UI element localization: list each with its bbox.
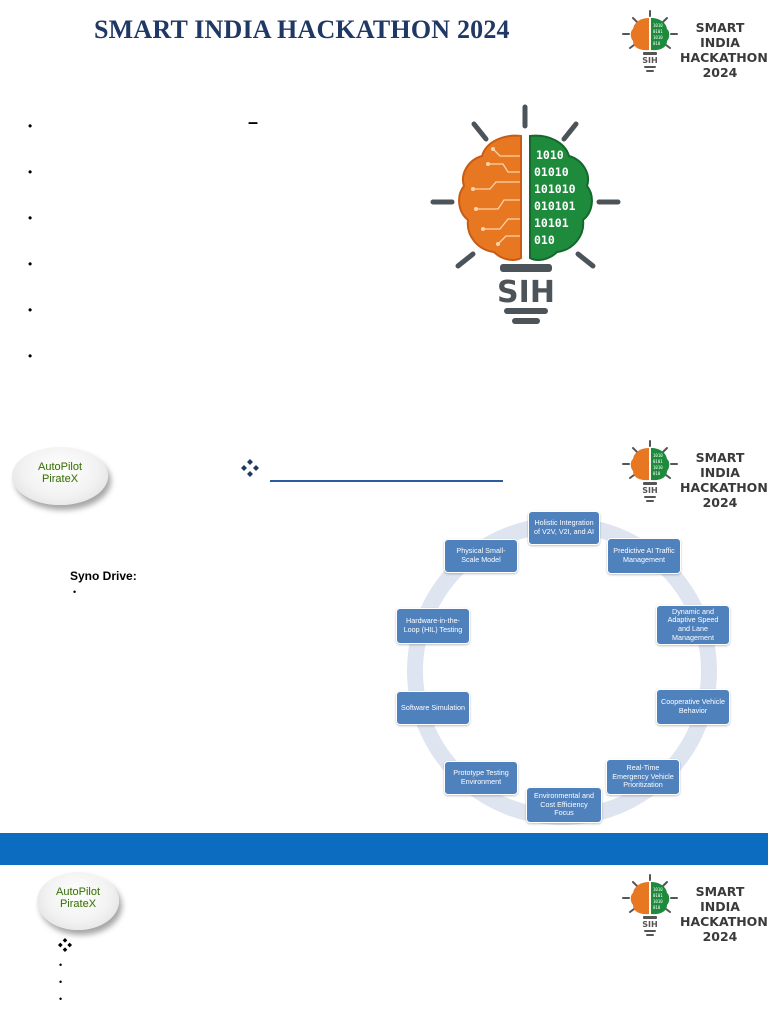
bullet-dot: •	[73, 587, 77, 597]
logo-line-3: 2024	[702, 929, 738, 944]
heading-underline	[270, 480, 503, 482]
cycle-arrow-icon	[407, 517, 717, 825]
bullet-dot: •	[28, 211, 33, 225]
svg-text:1010: 1010	[653, 23, 663, 28]
diamond-bullet-icon	[241, 459, 259, 477]
binary-line-2: 01010	[534, 165, 569, 179]
svg-text:010: 010	[653, 41, 661, 46]
sih-badge-text: SIH	[642, 56, 657, 65]
bullet-dot: •	[28, 303, 33, 317]
badge-line-1: AutoPilot	[55, 886, 101, 898]
svg-text:1010: 1010	[653, 453, 663, 458]
title-dash: –	[248, 112, 259, 132]
cycle-step: Prototype Testing Environment	[444, 761, 518, 795]
logo-text: SMART INDIA HACKATHON 2024	[680, 884, 768, 944]
page-title: SMART INDIA HACKATHON 2024	[94, 15, 510, 44]
logo-line-2: HACKATHON	[680, 480, 768, 495]
logo-line-1: SMART INDIA	[695, 20, 745, 50]
badge-line-2: PirateX	[41, 473, 79, 485]
svg-text:010: 010	[653, 471, 661, 476]
cycle-step: Physical Small-Scale Model	[444, 539, 518, 573]
svg-text:1010: 1010	[653, 899, 663, 904]
cycle-step: Software Simulation	[396, 691, 470, 725]
bullet-dot: •	[59, 994, 63, 1004]
diamond-bullet-icon	[58, 938, 72, 952]
bullet-dot: •	[59, 960, 63, 970]
bullet-dot: •	[28, 119, 33, 133]
svg-text:1010: 1010	[653, 465, 663, 470]
logo-line-2: HACKATHON	[680, 914, 768, 929]
bullet-dot: •	[28, 349, 33, 363]
badge-line-2: PirateX	[59, 898, 97, 910]
cycle-step: Real-Time Emergency Vehicle Prioritizati…	[606, 759, 680, 795]
brain-bulb-icon: 1010 01010 101010 010101 10101 010 SIH	[430, 104, 621, 324]
logo-text: SMART INDIA HACKATHON 2024	[680, 450, 768, 510]
binary-line-6: 010	[534, 233, 555, 247]
autopilot-badge: AutoPilot PirateX	[12, 447, 108, 505]
binary-line-4: 010101	[534, 199, 576, 213]
svg-text:0101: 0101	[653, 893, 663, 898]
logo-line-3: 2024	[702, 495, 738, 510]
cycle-step: Dynamic and Adaptive Speed and Lane Mana…	[656, 605, 730, 645]
bullet-dot: •	[59, 977, 63, 987]
logo-line-1: SMART INDIA	[695, 884, 745, 914]
cycle-step: Cooperative Vehicle Behavior	[656, 689, 730, 725]
cycle-step: Environmental and Cost Efficiency Focus	[526, 787, 602, 823]
binary-line-1: 1010	[536, 148, 564, 162]
svg-text:0101: 0101	[653, 29, 663, 34]
sih-badge-text: SIH	[642, 920, 657, 929]
cycle-diagram: Holistic Integration of V2V, V2I, and AI…	[380, 505, 750, 827]
cycle-step: Hardware-in-the-Loop (HIL) Testing	[396, 608, 470, 644]
slide-divider-band	[0, 833, 768, 865]
logo-line-2: HACKATHON	[680, 50, 768, 65]
bullet-dot: •	[28, 165, 33, 179]
bulb-text: SIH	[497, 275, 555, 310]
cycle-step: Predictive AI Traffic Management	[607, 538, 681, 574]
logo-text: SMART INDIA HACKATHON 2024	[680, 20, 768, 80]
svg-text:0101: 0101	[653, 459, 663, 464]
binary-line-3: 101010	[534, 182, 576, 196]
badge-line-1: AutoPilot	[37, 461, 83, 473]
svg-text:010: 010	[653, 905, 661, 910]
autopilot-badge: AutoPilot PirateX	[37, 872, 119, 930]
sih-badge-text: SIH	[642, 486, 657, 495]
syno-drive-label: Syno Drive:	[70, 569, 137, 583]
logo-line-1: SMART INDIA	[695, 450, 745, 480]
bullet-dot: •	[28, 257, 33, 271]
svg-text:1010: 1010	[653, 887, 663, 892]
cycle-step: Holistic Integration of V2V, V2I, and AI	[528, 511, 600, 545]
svg-text:1010: 1010	[653, 35, 663, 40]
logo-line-3: 2024	[702, 65, 738, 80]
binary-line-5: 10101	[534, 216, 569, 230]
